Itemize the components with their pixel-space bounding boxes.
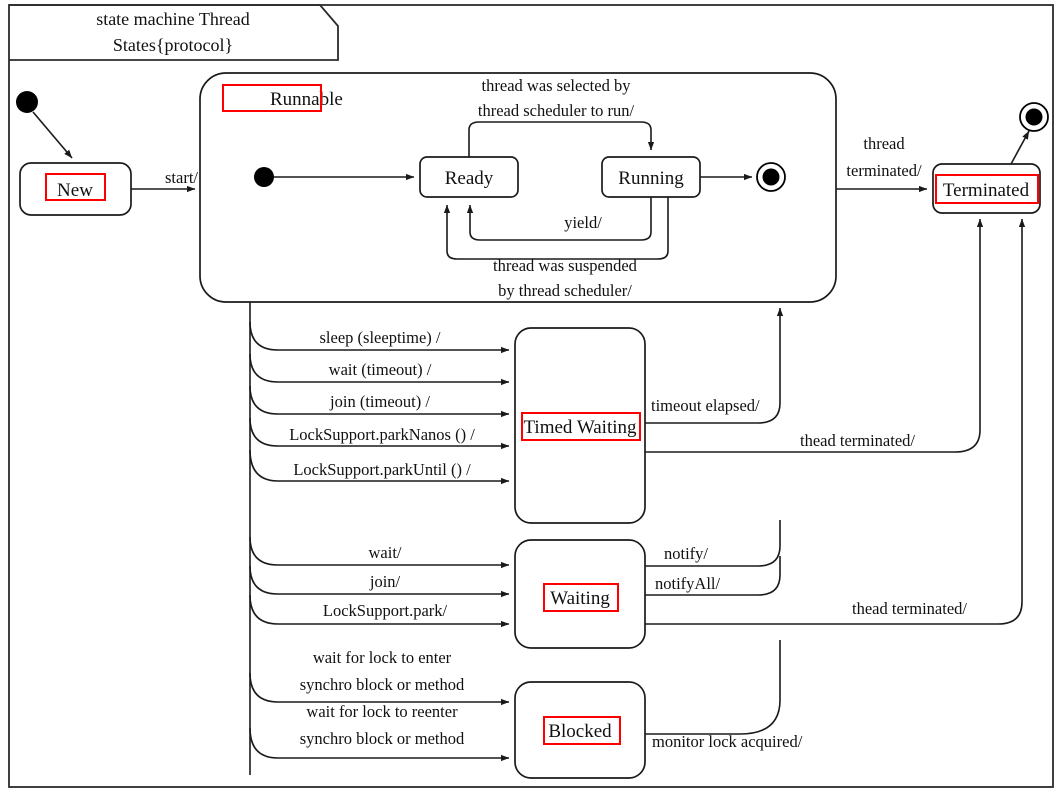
runnable-initial-pseudostate [254,167,274,187]
label-sleep: sleep (sleeptime) / [320,328,441,347]
transition-thead-terminated-timed [645,218,984,453]
transition-sleep [249,321,510,354]
transition-wait-for-lock-enter [249,672,510,706]
state-timed-waiting-label: Timed Waiting [523,417,637,438]
runnable-final-state-dot [762,168,780,186]
state-runnable-label: Runnable [270,89,343,110]
transition-wait [249,536,510,569]
label-join-timeout: join (timeout) / [329,392,430,411]
label-wait: wait/ [369,543,402,562]
state-timed-waiting[interactable] [514,327,646,524]
label-notify: notify/ [664,544,708,563]
label-lock-reenter-line-2: synchro block or method [300,729,465,748]
state-blocked[interactable] [514,681,646,779]
transition-notify [645,520,781,567]
state-waiting[interactable] [514,539,646,649]
transition-thead-terminated-waiting [645,218,1026,625]
state-terminated-label: Terminated [943,180,1030,201]
label-wait-timeout: wait (timeout) / [329,360,432,379]
state-terminated[interactable] [932,163,1041,214]
transition-selected-by-scheduler [468,121,655,157]
transition-monitor-lock-acquired [645,640,781,735]
transition-lock-support-park [249,594,510,628]
diagram-frame [8,4,1054,788]
transition-join [249,565,510,598]
label-selected-line-1: thread was selected by [482,76,632,95]
label-suspended-line-2: by thread scheduler/ [498,281,632,300]
label-selected-line-2: thread scheduler to run/ [478,101,635,120]
state-waiting-label: Waiting [550,588,610,609]
label-lock-support-park: LockSupport.park/ [323,601,448,620]
label-thead-terminated-waiting: thead terminated/ [852,599,967,618]
state-new-label: New [57,180,93,201]
label-thead-terminated-timed: thead terminated/ [800,431,915,450]
label-start: start/ [165,168,198,187]
transition-suspended [443,197,669,260]
label-lock-enter-line-2: synchro block or method [300,675,465,694]
initial-pseudostate [16,91,38,113]
label-lock-reenter-line-1: wait for lock to reenter [306,702,458,721]
transition-notify-all [645,556,781,596]
label-thread-terminated-line-2: terminated/ [846,161,922,180]
transition-terminated-to-final [1010,130,1030,165]
label-yield: yield/ [564,213,602,232]
transition-park-nanos [249,417,510,450]
title-line-1: state machine Thread [96,9,250,29]
label-park-nanos: LockSupport.parkNanos () / [289,425,475,444]
state-running-label: Running [618,168,684,189]
transition-wait-for-lock-reenter [249,727,510,762]
runnable-final-state-ring [756,162,786,192]
label-thread-terminated-line-1: thread [863,134,905,153]
transition-wait-timeout [249,353,510,386]
title-tab [9,4,339,61]
final-state-dot [1025,108,1043,126]
label-lock-enter-line-1: wait for lock to enter [313,648,452,667]
label-timeout-elapsed: timeout elapsed/ [651,396,760,415]
final-state-ring [1019,102,1049,132]
transition-join-timeout [249,385,510,418]
label-join: join/ [369,572,401,591]
transition-timeout-elapsed [645,400,781,424]
transition-yield [466,197,652,241]
label-suspended-line-1: thread was suspended [493,256,638,275]
transition-initial-to-new [32,111,73,159]
label-park-until: LockSupport.parkUntil () / [293,460,471,479]
title-line-2: States{protocol} [113,35,233,55]
label-monitor-lock-acquired: monitor lock acquired/ [652,732,803,751]
label-notify-all: notifyAll/ [655,574,720,593]
state-ready-label: Ready [445,168,494,189]
transition-park-until [249,449,510,485]
state-blocked-label: Blocked [548,721,612,742]
